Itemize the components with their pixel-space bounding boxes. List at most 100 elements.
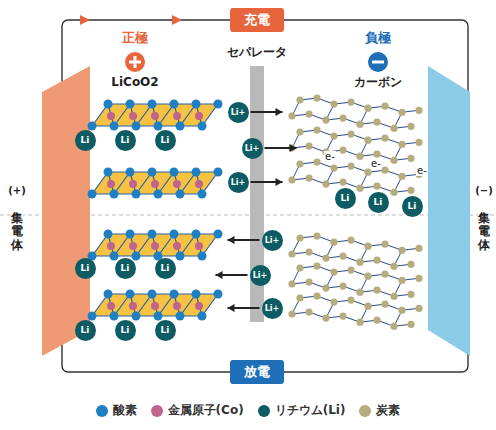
- electron-label: e-: [416, 165, 428, 176]
- oxygen-atom: [176, 190, 185, 199]
- art-stroke: [108, 171, 218, 172]
- lithium-ion: Li+: [262, 298, 283, 319]
- oxygen-atom: [214, 230, 223, 239]
- legend-item: リチウム(Li): [258, 402, 346, 419]
- carbon-atom: [390, 125, 397, 132]
- carbon-atom: [347, 131, 354, 138]
- node-text: Li+: [253, 271, 268, 280]
- carbon-atom: [296, 128, 303, 135]
- carbon-atom: [347, 237, 354, 244]
- carbon-atom: [305, 308, 312, 315]
- carbon-atom: [313, 94, 320, 101]
- carbon-atom: [398, 307, 405, 314]
- carbon-atom: [415, 139, 422, 146]
- cobalt-atom: [129, 112, 137, 120]
- carbon-atom: [398, 277, 405, 284]
- legend-text: 金属原子(Co): [168, 402, 244, 419]
- carbon-atom: [347, 163, 354, 170]
- lithium-atom: Li: [402, 196, 423, 217]
- node-text: Li: [81, 263, 90, 273]
- oxygen-atom: [198, 312, 207, 321]
- carbon-atom: [364, 169, 371, 176]
- material-name: LiCoO2: [111, 75, 158, 89]
- legend-swatch: [96, 405, 108, 417]
- carbon-atom: [390, 293, 397, 300]
- oxygen-atom: [88, 122, 97, 131]
- carbon-atom: [296, 96, 303, 103]
- carbon-atom: [305, 142, 312, 149]
- carbon-atom: [347, 267, 354, 274]
- oxygen-atom: [148, 100, 157, 109]
- node-text: Li+: [245, 144, 260, 153]
- node-text: Li+: [231, 108, 246, 117]
- carbon-atom: [330, 100, 337, 107]
- carbon-atom: [296, 160, 303, 167]
- carbon-atom: [356, 289, 363, 296]
- carbon-atom: [339, 283, 346, 290]
- carbon-atom: [381, 167, 388, 174]
- lithium-atom: Li: [115, 320, 136, 341]
- lithium-ion: Li+: [250, 265, 271, 286]
- cobalt-atom: [173, 180, 181, 188]
- oxygen-atom: [104, 100, 113, 109]
- carbon-atom: [339, 115, 346, 122]
- legend-item: 金属原子(Co): [151, 402, 244, 419]
- cobalt-atom: [195, 180, 203, 188]
- cobalt-atom: [173, 112, 181, 120]
- art-stroke: [92, 193, 202, 194]
- carbon-atom: [305, 248, 312, 255]
- lithium-atom: Li: [115, 258, 136, 279]
- arrow-head: [290, 144, 297, 152]
- legend-swatch: [258, 405, 270, 417]
- carbon-atom: [347, 99, 354, 106]
- oxygen-atom: [132, 122, 141, 131]
- carbon-atom: [390, 323, 397, 330]
- carbon-atom: [313, 126, 320, 133]
- oxygen-atom: [176, 122, 185, 131]
- oxygen-atom: [132, 252, 141, 261]
- carbon-atom: [288, 250, 295, 257]
- lithium-atom: Li: [368, 192, 389, 213]
- node-text: Li+: [265, 236, 280, 245]
- arrow-head: [216, 271, 223, 279]
- lithium-atom: Li: [155, 130, 176, 151]
- node-text: Li: [408, 201, 417, 211]
- carbon-atom: [407, 291, 414, 298]
- carbon-atom: [373, 183, 380, 190]
- oxygen-atom: [110, 122, 119, 131]
- node-text: Li: [161, 263, 170, 273]
- oxygen-atom: [126, 100, 135, 109]
- legend-swatch: [359, 405, 371, 417]
- carbon-atom: [398, 141, 405, 148]
- oxygen-atom: [198, 252, 207, 261]
- carbon-atom: [296, 264, 303, 271]
- carbon-atom: [381, 301, 388, 308]
- carbon-atom: [373, 287, 380, 294]
- carbon-atom: [407, 123, 414, 130]
- lithium-ion: Li+: [228, 172, 249, 193]
- carbon-atom: [305, 110, 312, 117]
- lithium-atom: Li: [75, 130, 96, 151]
- oxygen-atom: [154, 312, 163, 321]
- cobalt-atom: [107, 112, 115, 120]
- carbon-atom: [390, 157, 397, 164]
- carbon-atom: [373, 119, 380, 126]
- cobalt-atom: [151, 242, 159, 250]
- material-name: カーボン: [354, 74, 402, 91]
- lithium-atom: Li: [335, 188, 356, 209]
- oxygen-atom: [88, 190, 97, 199]
- arrow-head: [276, 178, 283, 186]
- carbon-atom: [398, 247, 405, 254]
- polarity-label: (+): [8, 185, 26, 196]
- oxygen-atom: [176, 312, 185, 321]
- electron-label: e-: [370, 158, 382, 169]
- legend-text: 炭素: [376, 402, 400, 419]
- oxygen-atom: [154, 122, 163, 131]
- oxygen-atom: [198, 122, 207, 131]
- cobalt-atom: [195, 302, 203, 310]
- art-stroke: [92, 315, 202, 316]
- cobalt-atom: [107, 242, 115, 250]
- arrow-head: [276, 108, 283, 116]
- cobalt-atom: [151, 112, 159, 120]
- oxygen-atom: [132, 312, 141, 321]
